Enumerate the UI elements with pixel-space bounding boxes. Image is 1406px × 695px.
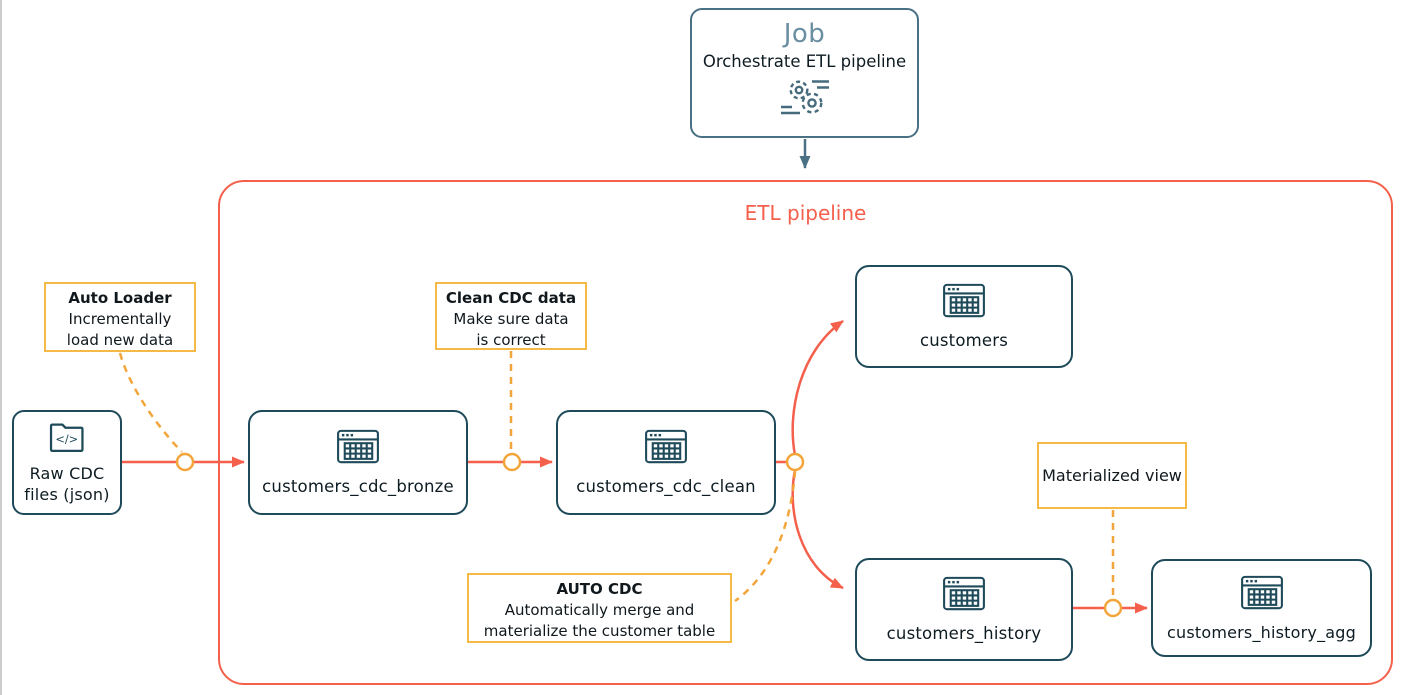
annotation-auto-loader: Auto Loader Incrementally load new data: [44, 282, 196, 352]
edge-split-to-customers: [791, 319, 844, 456]
table-icon: [644, 429, 688, 469]
node-customers-history: customers_history: [855, 558, 1073, 661]
node-customers-cdc-clean: customers_cdc_clean: [556, 410, 776, 515]
job-subtitle: Orchestrate ETL pipeline: [702, 52, 907, 71]
port-circle-split: [785, 452, 805, 472]
annotation-title: Materialized view: [1042, 466, 1182, 485]
node-customers-cdc-bronze: customers_cdc_bronze: [248, 410, 468, 515]
annotation-title: Clean CDC data: [445, 289, 577, 307]
job-title: Job: [783, 19, 826, 49]
gears-icon: [779, 77, 831, 121]
annotation-line: load new data: [66, 331, 174, 349]
edge-split-to-history: [791, 469, 844, 590]
annotation-clean-cdc-data: Clean CDC data Make sure data is correct: [435, 282, 587, 350]
table-icon: [942, 576, 986, 616]
table-icon: [942, 283, 986, 323]
left-edge-divider: [0, 0, 2, 695]
node-customers: customers: [855, 265, 1073, 368]
annotation-line: is correct: [476, 331, 546, 349]
dash-autocdc: [734, 470, 797, 603]
port-circle-matview: [1103, 598, 1123, 618]
annotation-title: Auto Loader: [68, 289, 172, 307]
port-circle-autoloader: [175, 452, 195, 472]
annotation-line: Make sure data: [453, 310, 569, 328]
node-label: customers_history_agg: [1166, 622, 1357, 642]
annotation-materialized-view: Materialized view: [1037, 442, 1187, 509]
node-label: customers_cdc_bronze: [262, 477, 454, 496]
job-node: Job Orchestrate ETL pipeline: [690, 8, 919, 138]
etl-pipeline-container: [218, 180, 1393, 685]
etl-pipeline-title: ETL pipeline: [744, 201, 867, 225]
code-folder-icon: </>: [48, 420, 86, 458]
dash-autoloader: [118, 352, 183, 453]
annotation-line: Automatically merge and: [504, 601, 695, 619]
node-customers-history-agg: customers_history_agg: [1151, 559, 1372, 657]
node-label: customers: [919, 331, 1009, 350]
table-icon: [336, 429, 380, 469]
port-circle-cleancdc: [502, 452, 522, 472]
node-label: customers_history: [886, 624, 1042, 643]
table-icon: [1240, 575, 1284, 615]
node-label: customers_cdc_clean: [576, 477, 756, 496]
annotation-auto-cdc: AUTO CDC Automatically merge and materia…: [467, 573, 732, 643]
annotation-line: Incrementally: [68, 310, 172, 328]
annotation-title: AUTO CDC: [556, 580, 643, 598]
svg-text:</>: </>: [55, 432, 78, 446]
annotation-line: materialize the customer table: [483, 622, 716, 640]
